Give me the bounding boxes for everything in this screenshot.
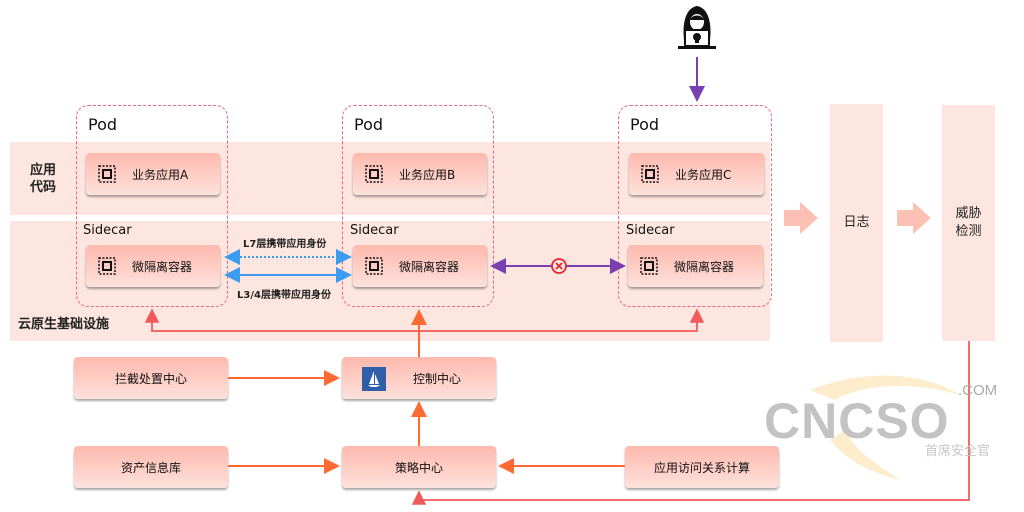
pod-b-sidecar-label: Sidecar [350,223,399,238]
container-b-label: 微隔离容器 [399,259,460,274]
pod-b-title: Pod [354,115,384,134]
l7-label: L7层携带应用身份 [243,239,327,250]
watermark-sub: 首席安全官 [925,444,991,459]
app-b-card[interactable]: 业务应用B [353,153,487,195]
chip-icon [640,257,658,275]
hacker-icon [670,2,724,54]
chip-icon [365,165,383,183]
threat-detection-label: 威胁 检测 [955,206,982,239]
chip-icon [98,165,116,183]
app-code-label: 应用 代码 [29,163,56,195]
policy-center-label: 策略中心 [394,460,443,475]
pod-c-title: Pod [630,115,660,134]
pod-b [342,105,494,307]
chip-icon [365,257,383,275]
watermark-main: CNCSO [764,393,950,449]
infra-bus [151,314,698,332]
blocked-icon [551,258,567,274]
app-c-label: 业务应用C [675,167,732,182]
chip-icon [98,257,116,275]
threat-detection-column[interactable]: 威胁 检测 [942,105,995,341]
pod-a-title: Pod [88,115,118,134]
container-c-label: 微隔离容器 [674,259,735,274]
to-log-arrow [784,202,818,234]
control-center-label: 控制中心 [412,371,461,386]
pod-c-sidecar-label: Sidecar [626,223,675,238]
container-a-card[interactable]: 微隔离容器 [86,245,220,287]
app-a-label: 业务应用A [132,167,189,182]
app-b-label: 业务应用B [399,167,456,182]
app-a-card[interactable]: 业务应用A [86,153,220,195]
container-c-card[interactable]: 微隔离容器 [628,245,763,287]
watermark: .COM CNCSO 首席安全官 [760,370,1000,480]
intercept-center-card[interactable]: 拦截处置中心 [74,357,228,399]
container-a-label: 微隔离容器 [132,259,193,274]
chip-icon [641,165,659,183]
log-label: 日志 [843,215,870,230]
to-threat-arrow [897,202,931,234]
shield-watermark-icon [810,375,960,480]
asset-db-label: 资产信息库 [120,460,181,475]
pod-a [76,105,228,307]
pod-a-sidecar-label: Sidecar [83,223,132,238]
intercept-center-label: 拦截处置中心 [114,371,187,386]
policy-center-card[interactable]: 策略中心 [342,446,496,488]
access-calc-card[interactable]: 应用访问关系计算 [625,446,779,488]
control-center-card[interactable]: 控制中心 [342,357,496,399]
istio-icon [362,367,386,391]
app-c-card[interactable]: 业务应用C [629,153,764,195]
watermark-suffix: .COM [958,382,998,399]
access-calc-label: 应用访问关系计算 [653,460,750,475]
log-column[interactable]: 日志 [830,104,883,342]
infra-label: 云原生基础设施 [18,317,110,332]
asset-db-card[interactable]: 资产信息库 [74,446,228,488]
container-b-card[interactable]: 微隔离容器 [353,245,487,287]
l34-label: L3/4层携带应用身份 [237,290,331,301]
pod-c [618,105,772,307]
